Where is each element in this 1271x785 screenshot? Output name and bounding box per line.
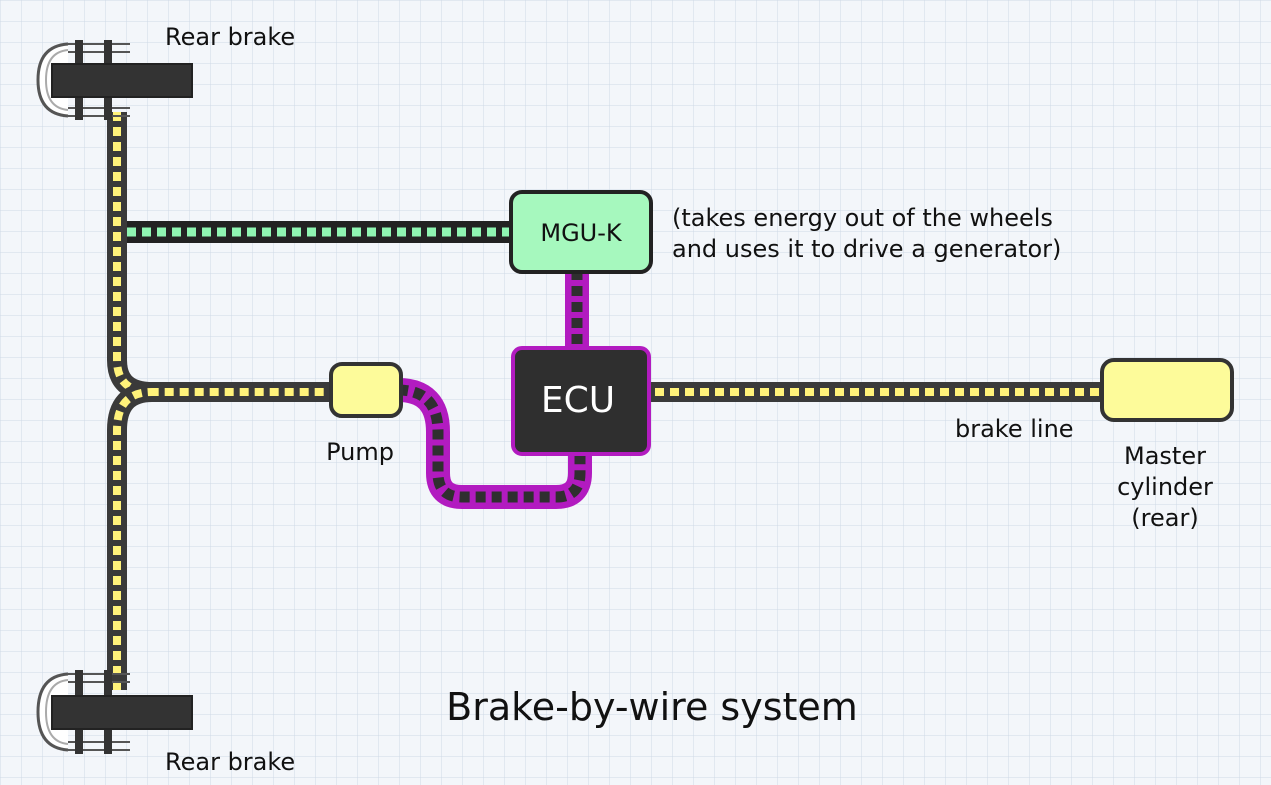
mgu-k-box — [509, 190, 653, 274]
mgu-k-note-line2: and uses it to drive a generator) — [672, 235, 1061, 263]
pump-box — [329, 362, 403, 418]
master-cylinder-label-line2: cylinder — [1117, 473, 1213, 501]
rear-brake-top-label: Rear brake — [165, 23, 295, 51]
brake-line-label: brake line — [955, 415, 1074, 443]
mgu-k-note-line1: (takes energy out of the wheels — [672, 204, 1053, 232]
master-cylinder-label-line1: Master — [1124, 442, 1206, 470]
rear-brake-top — [36, 40, 193, 120]
master-cylinder-label-line3: (rear) — [1131, 504, 1198, 532]
master-cylinder-box — [1100, 358, 1234, 422]
hydraulic-brake-lines — [107, 112, 1110, 690]
ecu-label: ECU — [541, 380, 615, 421]
ecu-box — [511, 346, 651, 456]
pump-label: Pump — [326, 438, 394, 466]
rear-brake-bottom — [36, 670, 193, 754]
diagram-title: Brake-by-wire system — [446, 685, 858, 729]
ecu-control-lines — [397, 270, 592, 509]
mgu-k-label: MGU-K — [540, 219, 623, 247]
rear-brake-bottom-label: Rear brake — [165, 748, 295, 776]
